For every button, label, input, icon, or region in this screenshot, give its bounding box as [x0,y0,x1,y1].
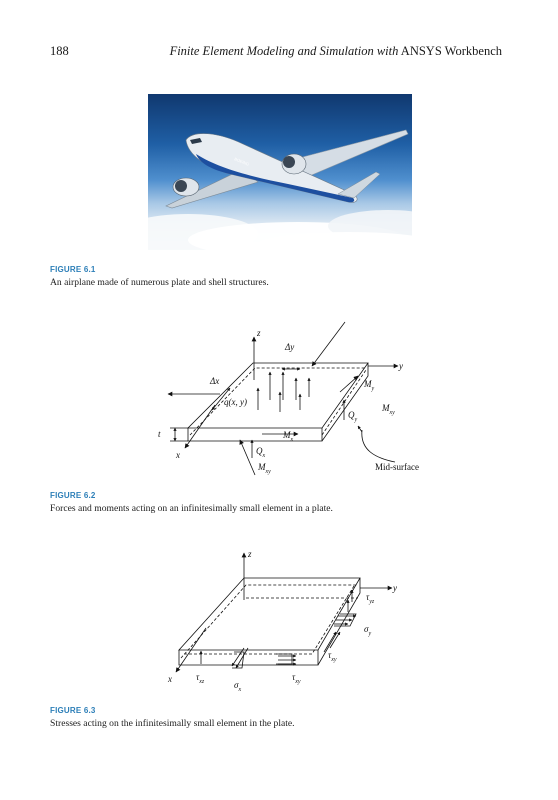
label-y: y [392,583,397,593]
label-mxy-right: Mxy [381,403,395,416]
label-z: z [256,328,261,338]
cloud [258,232,412,250]
label-mx: Mx [282,430,294,443]
mid-surface-line [321,369,367,436]
sigma-x-arrow [231,647,245,667]
figure-6-1-label: FIGURE 6.1 [50,265,96,274]
running-header: 188 Finite Element Modeling and Simulati… [50,44,502,62]
boeing-livery-text: BOEING [234,156,250,166]
plate-right-face [317,578,361,666]
sigma-y-block [334,613,357,627]
mid-surface-line [184,585,355,655]
label-t: t [158,429,161,439]
label-qx: Qx [256,446,266,459]
cockpit-windows [190,138,202,144]
figure-6-3-label: FIGURE 6.3 [50,706,96,715]
label-z: z [247,549,252,559]
figure-6-1-caption: An airplane made of numerous plate and s… [50,277,269,288]
label-tau-xz: τxz [196,672,205,685]
mid-surface-line [180,584,358,659]
tau-xy-right-arrow [329,631,341,649]
label-y: y [398,361,403,371]
tau-xy-bottom-block [276,653,293,665]
tail-stabilizer [337,171,381,199]
x-axis [184,404,216,449]
label-tau-xy-bottom: τxy [292,672,301,685]
label-tau-yz: τyz [366,592,375,605]
right-engine-intake [283,156,295,168]
mid-surface-line [189,367,366,436]
label-sigma-y: σy [364,624,371,637]
my-arrow [339,375,359,393]
figure-6-3-caption: Stresses acting on the infinitesimally s… [50,718,295,729]
airplane-illustration: BOEING [148,129,412,250]
fuselage-livery [196,154,355,203]
dx-dimension [211,387,231,411]
running-title: Finite Element Modeling and Simulation w… [170,44,502,59]
page-number: 188 [50,44,69,58]
figure-6-2-caption: Forces and moments acting on an infinite… [50,503,333,514]
figure-6-2-label: FIGURE 6.2 [50,491,96,500]
tau-xy-right-arrow [323,631,337,653]
plate-front-face [178,650,319,666]
mid-surface-leader [361,429,396,463]
running-title-italic: Finite Element Modeling and Simulation w… [169,44,399,58]
left-engine-intake [175,180,187,192]
airplane-photo: BOEING [148,94,412,250]
label-mxy-bottom: Mxy [257,462,271,475]
sigma-x-block [232,651,245,669]
x-axis [175,627,207,673]
label-dy: Δy [284,342,294,352]
plate-right-face [321,363,369,442]
mxy-arrow [239,439,256,476]
moment-vector [311,321,346,367]
mid-surface-leader-arrow [357,425,363,433]
label-dx: Δx [209,376,219,386]
label-my: My [363,379,375,392]
label-tau-xy-right: τxy [328,650,337,663]
label-mid-surface: Mid-surface [375,462,419,472]
label-x: x [167,674,172,684]
label-qy: Qy [348,410,358,423]
label-sigma-x: σx [234,680,241,693]
label-x: x [175,450,180,460]
label-q: q(x, y) [224,397,247,407]
running-title-regular: ANSYS Workbench [400,44,502,58]
sigma-x-arrow [235,647,249,669]
